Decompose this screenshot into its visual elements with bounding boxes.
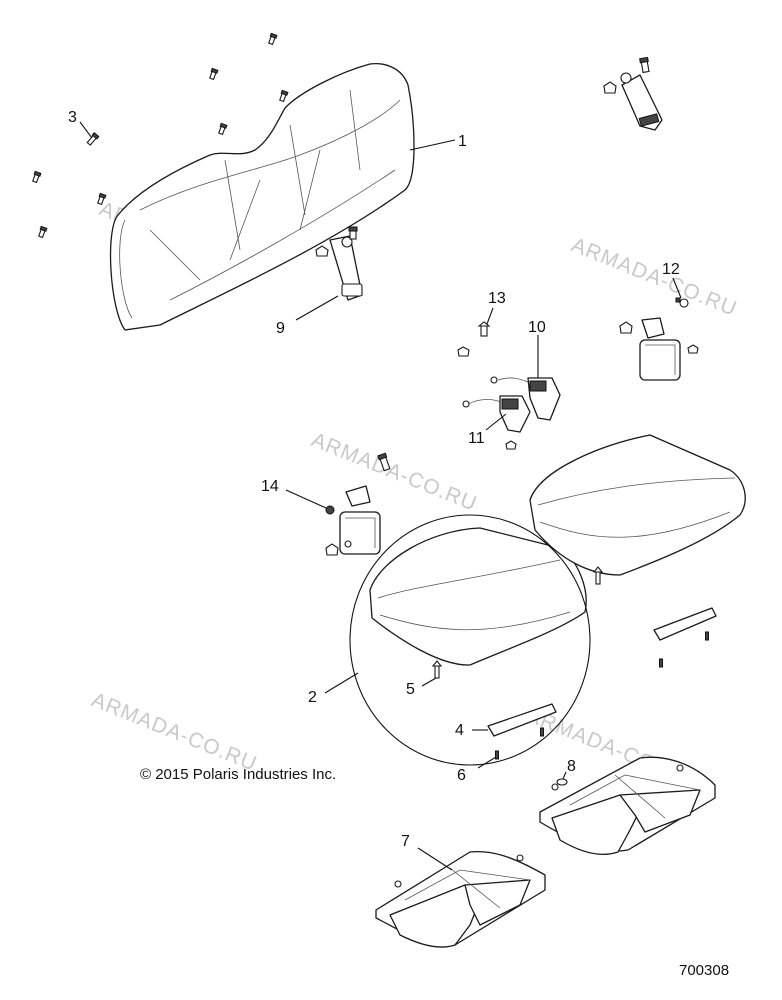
callout-11: 11 bbox=[468, 430, 485, 447]
callout-10: 10 bbox=[528, 319, 546, 336]
seat-backrest bbox=[109, 62, 415, 331]
cushion-group-outline bbox=[349, 514, 591, 766]
callout-14: 14 bbox=[261, 478, 279, 495]
seat-cushion-right bbox=[529, 434, 746, 576]
seat-cushion-left bbox=[369, 527, 587, 666]
washer-8 bbox=[556, 778, 568, 786]
watermark-3: ARMADA-CO.RU bbox=[308, 428, 480, 515]
callout-7: 7 bbox=[401, 833, 410, 850]
copyright-notice: © 2015 Polaris Industries Inc. bbox=[140, 766, 336, 783]
retractor-12 bbox=[619, 297, 699, 381]
backrest-screws bbox=[32, 32, 289, 239]
callout-12: 12 bbox=[662, 261, 680, 278]
storage-tray-lower bbox=[375, 850, 546, 948]
callout-3: 3 bbox=[68, 109, 77, 126]
buckle-strap-9 bbox=[315, 226, 363, 301]
retractor-14 bbox=[325, 452, 391, 556]
callout-labels: 1 2 3 4 5 6 7 8 9 10 11 12 13 14 bbox=[68, 109, 680, 850]
watermark-2: ARMADA-CO.RU bbox=[568, 233, 740, 320]
callout-5: 5 bbox=[406, 681, 415, 698]
upper-belt-retractor bbox=[603, 56, 663, 131]
callout-4: 4 bbox=[455, 722, 464, 739]
drawing-number: 700308 bbox=[679, 962, 729, 979]
callout-13: 13 bbox=[488, 290, 506, 307]
callout-2: 2 bbox=[308, 689, 317, 706]
cushion-hardware bbox=[431, 566, 717, 760]
callout-1: 1 bbox=[458, 133, 467, 150]
storage-tray-upper bbox=[539, 756, 716, 855]
watermark-4: ARMADA-CO.RU bbox=[88, 688, 260, 775]
callout-8: 8 bbox=[567, 758, 576, 775]
callout-6: 6 bbox=[457, 767, 466, 784]
leader-lines bbox=[79, 121, 682, 871]
callout-9: 9 bbox=[276, 320, 285, 337]
seat-belt-buckles bbox=[457, 321, 561, 450]
